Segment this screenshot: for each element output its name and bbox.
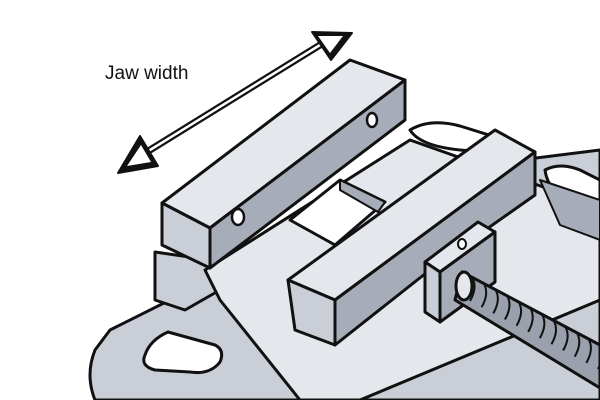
- lead-screw: [453, 270, 600, 390]
- lead-screw-thread: [550, 319, 557, 345]
- lead-screw-thread: [515, 301, 523, 327]
- fixed-jaw-screw-hole-front: [230, 207, 246, 227]
- screw-housing-front: [423, 260, 442, 324]
- jaw-width-label: Jaw width: [105, 63, 188, 84]
- arrow-head-top-inner: [318, 36, 343, 53]
- lead-screw-thread: [492, 288, 499, 314]
- jaw-gap-window: [288, 178, 387, 247]
- lead-screw-thread: [597, 345, 600, 370]
- double-headed-arrow-icon: [117, 31, 353, 174]
- arrow-shaft-highlight: [148, 43, 322, 152]
- lead-screw-thread: [573, 332, 581, 358]
- base-plate-slot-left: [142, 330, 224, 374]
- lead-screw-thread: [538, 313, 546, 339]
- lead-screw-thread: [480, 282, 488, 308]
- screw-housing-pin-hole: [457, 238, 467, 250]
- fixed-jaw-screw-hole-back: [365, 111, 379, 129]
- fixed-jaw: [160, 58, 407, 270]
- lead-screw-thread: [469, 276, 476, 302]
- vice-bed-rail-shadow: [539, 179, 600, 241]
- arrow-head-bottom-inner: [127, 145, 151, 166]
- lead-screw-thread: [562, 325, 569, 351]
- fixed-jaw-side: [208, 78, 407, 270]
- jaw-gap-inner-shadow: [339, 179, 386, 213]
- lead-screw-thread: [585, 338, 592, 364]
- lead-screw-thread: [504, 295, 511, 321]
- lead-screw-thread: [527, 307, 534, 333]
- lead-screw-end-cap: [454, 270, 474, 302]
